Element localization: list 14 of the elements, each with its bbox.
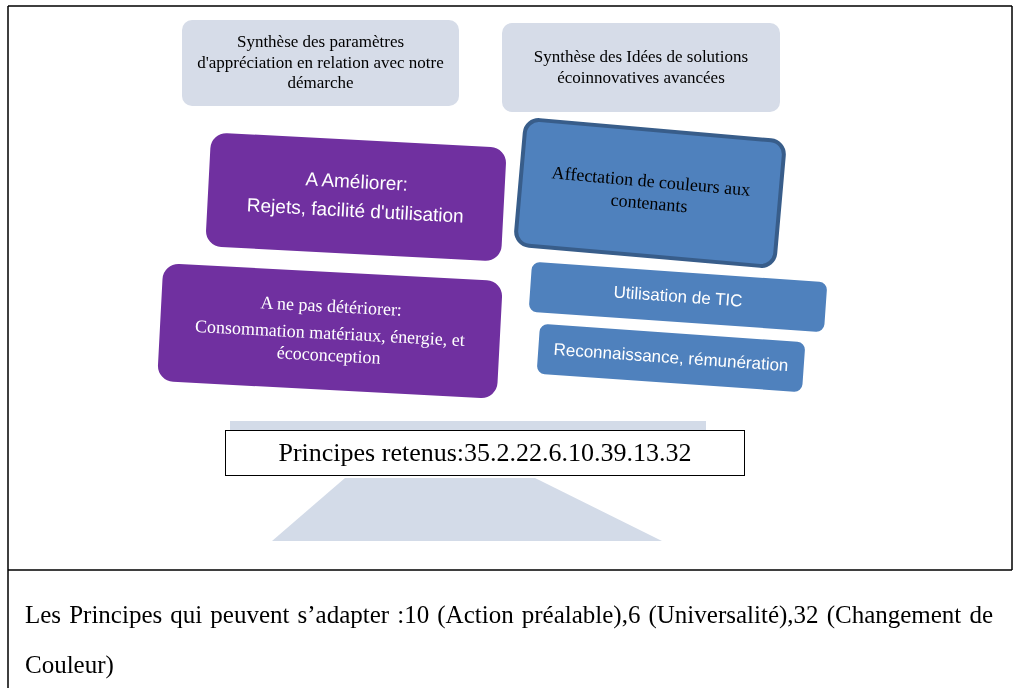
solution-box — [536, 323, 806, 393]
box-text: Utilisation de TIC — [612, 282, 744, 312]
box-text: Reconnaissance, rémunération — [552, 339, 790, 377]
principles-box — [225, 430, 745, 476]
box-text: Principes retenus:35.2.22.6.10.39.13.32 — [278, 437, 692, 469]
solution-box — [528, 261, 828, 333]
summary-box — [182, 20, 459, 106]
box-text: Rejets, facilité d'utilisation — [246, 194, 465, 229]
box-text: Synthèse des Idées de solutions écoinnovatives avancées — [532, 47, 750, 88]
box-text: Affectation de couleurs aux contenants — [549, 161, 753, 219]
summary-box — [502, 23, 780, 112]
note-text: Les Principes qui peuvent s’adapter :10 (Action préalable),6 (Universalité),32 (Changement de Couleur) — [25, 600, 993, 681]
box-text: Synthèse des paramètres d'appréciation en relation avec notre démarche — [196, 32, 445, 94]
box-heading: A Améliorer: — [305, 168, 409, 197]
